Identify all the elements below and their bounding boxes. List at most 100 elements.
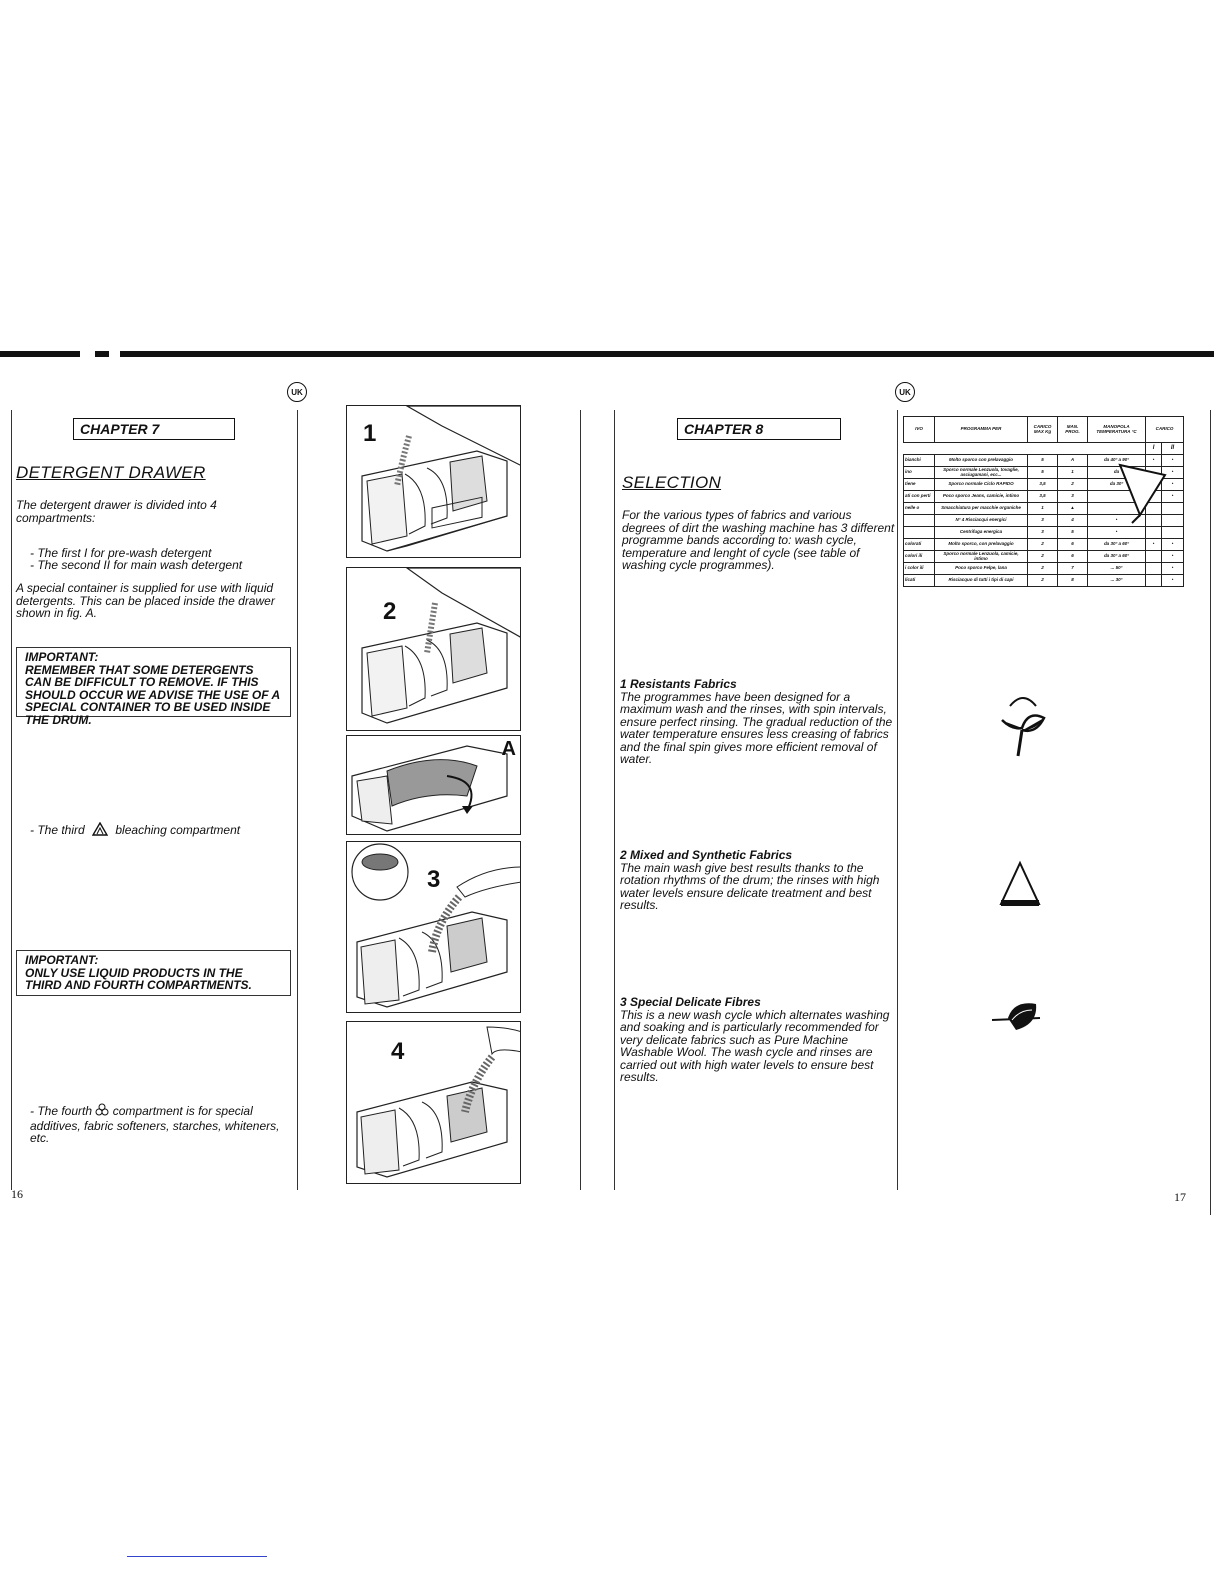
table-cell: 6: [1057, 550, 1088, 563]
table-cell: 5: [1027, 454, 1058, 467]
table-cell: [1028, 443, 1058, 455]
table-cell: [903, 526, 935, 539]
table-subheader: I: [1144, 442, 1163, 455]
table-cell: i color ili: [903, 562, 935, 575]
section-body: The main wash give best results thanks t…: [620, 860, 880, 912]
page-number: 16: [11, 1187, 23, 1201]
important-body: ONLY USE LIQUID PRODUCTS IN THE THIRD AN…: [25, 965, 252, 992]
feather-icon: [991, 1003, 1041, 1030]
table-cell: 2: [1027, 574, 1058, 587]
table-cell: Poco sporco Felpe, lana: [934, 562, 1028, 575]
bottom-rule: [127, 1556, 267, 1557]
flower-icon: [95, 1103, 109, 1120]
table-header: MAN. PROG.: [1057, 416, 1088, 443]
table-cell: 3: [1057, 490, 1088, 503]
compartment-list-item: - The first I for pre-wash detergent: [30, 546, 212, 560]
table-cell: [1161, 526, 1184, 539]
third-desc: bleaching compartment: [115, 823, 241, 837]
table-cell: •: [1144, 538, 1163, 551]
table-cell: Sporco normale Lenzuola, camicie, intimo: [934, 550, 1028, 563]
programme-table: IVO PROGRAMMA PER CARICO MAX Kg MAN. PRO…: [903, 416, 1184, 587]
table-cell: A: [1057, 454, 1088, 467]
table-cell: Smacchiatura per macchie organiche: [934, 502, 1028, 515]
section-heading: DETERGENT DRAWER: [16, 463, 206, 482]
table-cell: colori ili: [903, 550, 935, 563]
table-cell: 2: [1027, 562, 1058, 575]
table-cell: •: [1161, 538, 1184, 551]
section-heading: SELECTION: [622, 473, 722, 492]
table-header: MANOPOLA TEMPERATURA °C: [1087, 416, 1146, 443]
table-cell: 7: [1057, 562, 1088, 575]
column-divider: [614, 410, 615, 1190]
third-label: - The third: [30, 823, 85, 837]
table-cell: [904, 443, 935, 455]
column-divider: [297, 410, 298, 1190]
table-subheader: II: [1161, 442, 1184, 455]
page-number: 17: [1174, 1190, 1186, 1204]
table-cell: 5: [1027, 466, 1058, 479]
table-cell: 2: [1057, 478, 1088, 491]
third-compartment-text: - The third bleaching compartment: [30, 821, 290, 839]
table-cell: Molto sporco con prelavaggio: [934, 454, 1028, 467]
table-cell: [1058, 443, 1088, 455]
section-body: This is a new wash cycle which alternate…: [620, 1007, 890, 1084]
intro-text: For the various types of fabrics and var…: [622, 508, 895, 572]
triangle-icon: [999, 860, 1041, 906]
table-cell: 2: [1027, 538, 1058, 551]
table-cell: N° 4 Risciacqui energici: [934, 514, 1028, 527]
table-cell: ... 50°: [1087, 562, 1146, 575]
table-cell: colorati: [903, 538, 935, 551]
uk-badge-icon: UK: [895, 382, 915, 402]
figure-2: 2: [346, 567, 521, 731]
section-title: 1 Resistants Fabrics: [620, 677, 737, 691]
top-rule-mid: [95, 351, 109, 357]
important-box: IMPORTANT: REMEMBER THAT SOME DETERGENTS…: [16, 647, 291, 726]
table-cell: 4: [1057, 514, 1088, 527]
cotton-flower-icon: [1001, 697, 1046, 757]
section-title: 2 Mixed and Synthetic Fabrics: [620, 848, 793, 862]
section-title: 3 Special Delicate Fibres: [620, 995, 761, 1009]
table-cell: nelle o: [903, 502, 935, 515]
figure-label: 2: [383, 598, 397, 625]
figure-1: 1: [346, 405, 521, 558]
table-header: CARICO: [1145, 416, 1184, 443]
table-cell: bianchi: [903, 454, 935, 467]
table-header: PROGRAMMA PER: [934, 416, 1028, 443]
table-cell: da 30° a 60°: [1087, 550, 1146, 563]
chapter-title: CHAPTER 7: [73, 418, 235, 440]
uk-badge-icon: UK: [287, 382, 307, 402]
table-cell: •: [1161, 562, 1184, 575]
table-header: IVO: [903, 416, 935, 443]
table-cell: [935, 443, 1028, 455]
table-cell: Centrifuga energica: [934, 526, 1028, 539]
chapter-title: CHAPTER 8: [677, 418, 841, 440]
bleach-icon: [91, 821, 109, 839]
table-cell: •: [1161, 550, 1184, 563]
figure-a: A: [346, 735, 521, 835]
table-cell: •: [1087, 526, 1146, 539]
figure-3: 3: [346, 841, 521, 1013]
table-cell: 3,5: [1027, 490, 1058, 503]
important-title: IMPORTANT:: [25, 953, 99, 967]
table-cell: [1144, 574, 1163, 587]
table-cell: Risciacquo di tutti i tipi di capi: [934, 574, 1028, 587]
table-cell: Poco sporco Jeans, camicie, intimo: [934, 490, 1028, 503]
fourth-label: - The fourth: [30, 1104, 93, 1118]
table-cell: •: [1161, 574, 1184, 587]
table-cell: Molto sporco, con prelavaggio: [934, 538, 1028, 551]
table-cell: 5: [1057, 526, 1088, 539]
table-cell: 1: [1027, 502, 1058, 515]
table-cell: tiene: [903, 478, 935, 491]
programme-section: 1 Resistants Fabrics The programmes have…: [620, 678, 898, 766]
section-body: The programmes have been designed for a …: [620, 689, 893, 766]
figure-label: 4: [391, 1038, 405, 1065]
fourth-compartment-text: - The fourth compartment is for special …: [30, 1103, 280, 1145]
table-cell: 3: [1027, 526, 1058, 539]
